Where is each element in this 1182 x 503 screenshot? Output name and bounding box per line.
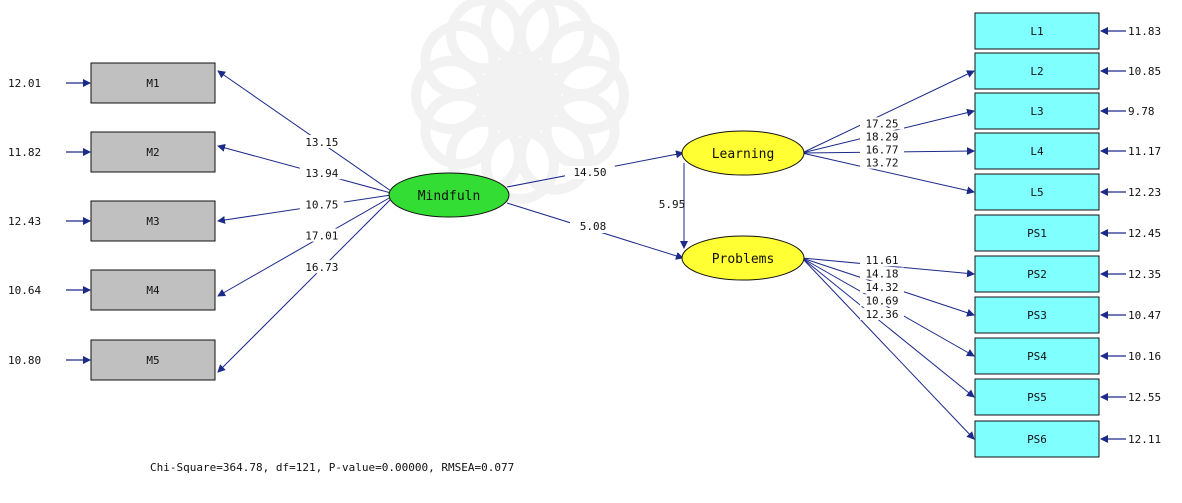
error-label-ps1: 12.45 bbox=[1128, 227, 1161, 240]
loading-label-ps5: 10.69 bbox=[865, 294, 898, 307]
loading-path-m5 bbox=[217, 198, 392, 373]
indicator-box-l4 bbox=[974, 132, 1100, 170]
indicator-box-l2 bbox=[974, 52, 1100, 90]
indicator-box-ps5 bbox=[974, 378, 1100, 416]
loading-path-ps5 bbox=[801, 257, 975, 398]
indicator-label-ps2: PS2 bbox=[1027, 268, 1047, 281]
loading-label-bg bbox=[299, 166, 344, 180]
watermark-emblem bbox=[411, 0, 629, 204]
indicator-box-ps3 bbox=[974, 296, 1100, 334]
loading-label-bg bbox=[299, 260, 344, 274]
loading-label-ps3: 14.18 bbox=[865, 268, 898, 281]
loading-path-l5 bbox=[801, 152, 975, 195]
loading-label-bg bbox=[860, 267, 904, 280]
indicator-label-l3: L3 bbox=[1030, 105, 1043, 118]
error-label-l5: 12.23 bbox=[1128, 186, 1161, 199]
error-label-l4: 11.17 bbox=[1128, 145, 1161, 158]
coef-mind-problems: 5.08 bbox=[580, 220, 607, 233]
indicator-box-ps4 bbox=[974, 337, 1100, 375]
coef-mind-learning: 14.50 bbox=[573, 166, 606, 179]
indicator-label-ps5: PS5 bbox=[1027, 391, 1047, 404]
indicator-label-l1: L1 bbox=[1030, 25, 1043, 38]
indicator-label-ps6: PS6 bbox=[1027, 433, 1047, 446]
loading-path-l2 bbox=[801, 70, 975, 154]
indicator-label-l4: L4 bbox=[1030, 145, 1044, 158]
error-label-m5: 10.80 bbox=[8, 354, 41, 367]
loading-label-l2: 17.25 bbox=[865, 117, 898, 130]
indicator-box-m1 bbox=[90, 62, 216, 104]
loading-label-l4: 16.77 bbox=[865, 143, 898, 156]
indicator-label-m1: M1 bbox=[146, 77, 159, 90]
error-label-m4: 10.64 bbox=[8, 284, 41, 297]
loading-label-m5: 16.73 bbox=[305, 261, 338, 274]
loading-label-bg bbox=[860, 280, 904, 293]
loading-label-bg bbox=[860, 294, 904, 307]
error-label-m2: 11.82 bbox=[8, 146, 41, 159]
indicator-label-m2: M2 bbox=[146, 146, 159, 159]
loading-label-bg bbox=[299, 197, 344, 211]
loading-label-m1: 13.15 bbox=[305, 136, 338, 149]
error-label-m1: 12.01 bbox=[8, 77, 41, 90]
indicator-label-m4: M4 bbox=[146, 284, 160, 297]
error-label-ps5: 12.55 bbox=[1128, 391, 1161, 404]
indicator-box-m5 bbox=[90, 339, 216, 381]
indicator-box-l1 bbox=[974, 12, 1100, 50]
loading-path-ps4 bbox=[801, 257, 975, 357]
loading-label-l3: 18.29 bbox=[865, 130, 898, 143]
latent-problems-ellipse bbox=[681, 235, 805, 281]
loading-label-ps4: 14.32 bbox=[865, 281, 898, 294]
loading-label-m2: 13.94 bbox=[305, 167, 338, 180]
loading-label-ps6: 12.36 bbox=[865, 308, 898, 321]
coef-learning-problems: 5.95 bbox=[659, 198, 686, 211]
loading-label-bg bbox=[299, 228, 344, 242]
loading-label-m4: 17.01 bbox=[305, 230, 338, 243]
latent-problems-label: Problems bbox=[712, 252, 775, 267]
loading-label-ps2: 11.61 bbox=[865, 254, 898, 267]
indicator-label-ps4: PS4 bbox=[1027, 350, 1047, 363]
latent-mindfulness-label: Mindfuln bbox=[418, 189, 481, 204]
struct-label-bg bbox=[570, 220, 616, 233]
error-label-m3: 12.43 bbox=[8, 215, 41, 228]
error-label-ps3: 10.47 bbox=[1128, 309, 1161, 322]
indicator-box-ps6 bbox=[974, 420, 1100, 458]
latent-learning-ellipse bbox=[681, 130, 805, 176]
loading-path-m1 bbox=[217, 70, 392, 192]
latent-learning-label: Learning bbox=[712, 147, 775, 162]
error-label-l1: 11.83 bbox=[1128, 25, 1161, 38]
indicator-box-m3 bbox=[90, 200, 216, 242]
indicator-label-m3: M3 bbox=[146, 215, 159, 228]
indicator-box-ps2 bbox=[974, 255, 1100, 293]
loading-label-bg bbox=[860, 143, 904, 156]
loading-label-m3: 10.75 bbox=[305, 198, 338, 211]
indicator-label-ps1: PS1 bbox=[1027, 227, 1047, 240]
error-label-ps4: 10.16 bbox=[1128, 350, 1161, 363]
indicator-box-ps1 bbox=[974, 214, 1100, 252]
indicator-label-ps3: PS3 bbox=[1027, 309, 1047, 322]
indicator-box-l5 bbox=[974, 173, 1100, 211]
indicator-label-m5: M5 bbox=[146, 354, 159, 367]
loading-label-bg bbox=[860, 307, 904, 320]
loading-label-bg bbox=[860, 130, 904, 143]
loading-label-bg bbox=[860, 117, 904, 130]
loading-path-ps6 bbox=[801, 257, 975, 440]
struct-label-bg bbox=[565, 166, 615, 179]
latent-mindfulness-ellipse bbox=[388, 172, 510, 218]
indicator-label-l2: L2 bbox=[1030, 65, 1043, 78]
loading-path-m4 bbox=[217, 196, 392, 297]
error-label-ps6: 12.11 bbox=[1128, 433, 1161, 446]
loading-label-l5: 13.72 bbox=[865, 157, 898, 170]
indicator-label-l5: L5 bbox=[1030, 186, 1043, 199]
loading-label-bg bbox=[860, 254, 904, 267]
loading-label-bg bbox=[860, 156, 904, 169]
error-label-l2: 10.85 bbox=[1128, 65, 1161, 78]
indicator-box-l3 bbox=[974, 92, 1100, 130]
error-label-l3: 9.78 bbox=[1128, 105, 1155, 118]
indicator-box-m4 bbox=[90, 269, 216, 311]
indicator-box-m2 bbox=[90, 131, 216, 173]
fit-statistics: Chi-Square=364.78, df=121, P-value=0.000… bbox=[150, 461, 514, 474]
loading-label-bg bbox=[299, 135, 344, 148]
error-label-ps2: 12.35 bbox=[1128, 268, 1161, 281]
